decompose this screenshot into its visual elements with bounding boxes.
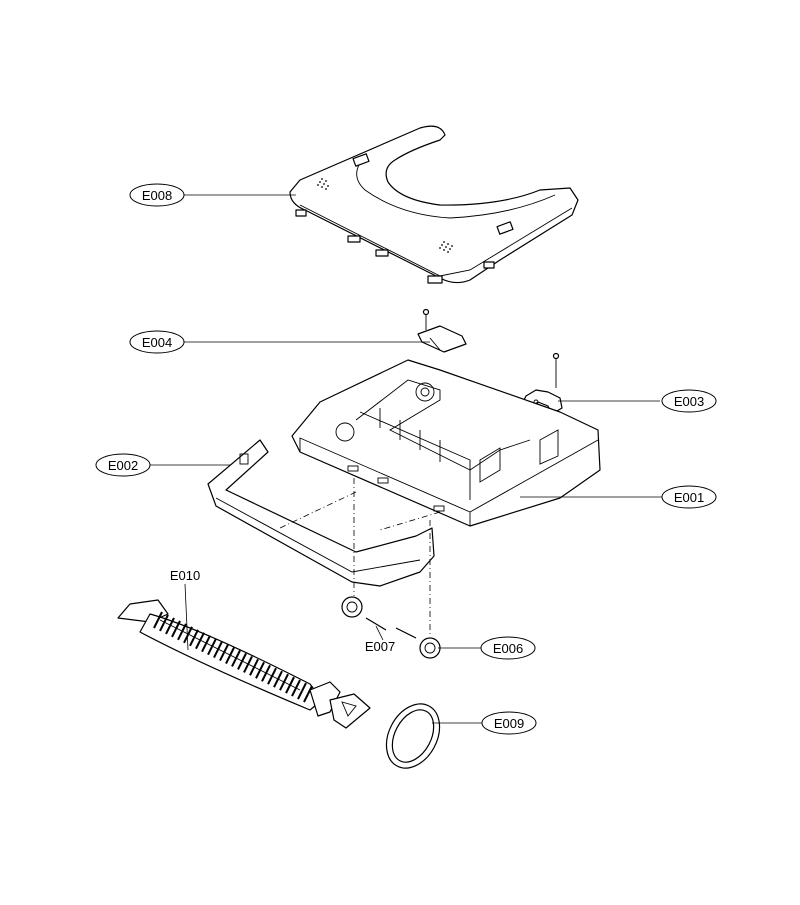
bristle	[165, 625, 171, 635]
bristle	[163, 614, 169, 624]
callout-e009: E009	[481, 711, 537, 735]
callout-e006: E006	[480, 636, 536, 660]
assembly-lines	[279, 478, 441, 636]
bristle	[277, 670, 283, 680]
part-e004-bracket	[417, 308, 467, 353]
bristle	[241, 652, 247, 662]
bristle	[301, 682, 307, 692]
bristle	[175, 620, 181, 630]
bristle	[271, 667, 277, 677]
bristle	[279, 681, 285, 691]
label-e003: E003	[674, 394, 704, 409]
bristle	[217, 641, 223, 651]
bristle	[235, 650, 241, 659]
bristle	[247, 655, 253, 665]
bristle	[169, 617, 175, 627]
label-e002: E002	[108, 458, 138, 473]
label-e004: E004	[142, 335, 172, 350]
bristle	[201, 643, 207, 653]
bristle	[225, 655, 231, 664]
bristle	[253, 658, 259, 668]
label-e010: E010	[170, 568, 200, 583]
bristle	[153, 619, 159, 629]
bristle	[303, 693, 309, 703]
bristle	[259, 661, 265, 671]
bristle	[231, 658, 237, 667]
bristle	[223, 644, 229, 654]
part-e008-top-cover	[289, 125, 579, 284]
bristle	[157, 611, 163, 621]
bristle	[207, 646, 213, 656]
bristle	[289, 676, 295, 686]
bristle	[261, 672, 267, 682]
bristle	[283, 673, 289, 683]
part-e007-axles	[365, 617, 417, 639]
bristle	[189, 637, 195, 647]
bristle	[187, 626, 193, 636]
bristle	[237, 660, 243, 670]
leader-lines	[150, 194, 662, 724]
bristle	[193, 629, 199, 639]
bristle	[199, 632, 205, 642]
bristle	[273, 678, 279, 688]
brush-bristles	[153, 611, 313, 703]
callout-e001: E001	[661, 485, 717, 509]
bristle	[205, 635, 211, 645]
callout-e010: E010	[170, 568, 200, 583]
label-e001: E001	[674, 490, 704, 505]
label-e007: E007	[365, 639, 395, 654]
bristle	[243, 663, 249, 673]
bristle	[285, 684, 291, 694]
part-e002-front-bumper	[207, 439, 435, 587]
bristle	[249, 666, 255, 676]
vent-dots-left	[317, 178, 329, 190]
callout-e008: E008	[129, 183, 185, 207]
bristle	[213, 649, 219, 659]
label-e006: E006	[493, 641, 523, 656]
bristle	[219, 652, 225, 662]
bristle	[211, 638, 217, 648]
bristle	[265, 664, 271, 674]
bristle	[295, 679, 301, 689]
bristle	[177, 631, 183, 641]
bristle	[229, 647, 235, 656]
bristle	[255, 669, 261, 679]
label-e008: E008	[142, 188, 172, 203]
callout-e002: E002	[95, 453, 151, 477]
bristle	[171, 628, 177, 638]
bristle	[267, 675, 273, 685]
vent-dots-right	[439, 241, 453, 253]
bristle	[195, 640, 201, 650]
bristle	[297, 690, 303, 700]
part-e010-brush-roll	[117, 599, 371, 729]
callout-e003: E003	[661, 389, 717, 413]
callout-e004: E004	[129, 330, 185, 354]
callout-e007: E007	[365, 639, 395, 654]
part-e001-base-housing	[291, 359, 601, 527]
label-e009: E009	[494, 716, 524, 731]
part-e006-wheels	[341, 596, 441, 659]
part-e009-belt	[385, 703, 441, 769]
bristle	[181, 623, 187, 633]
bristle	[159, 622, 165, 632]
bristle	[291, 687, 297, 697]
